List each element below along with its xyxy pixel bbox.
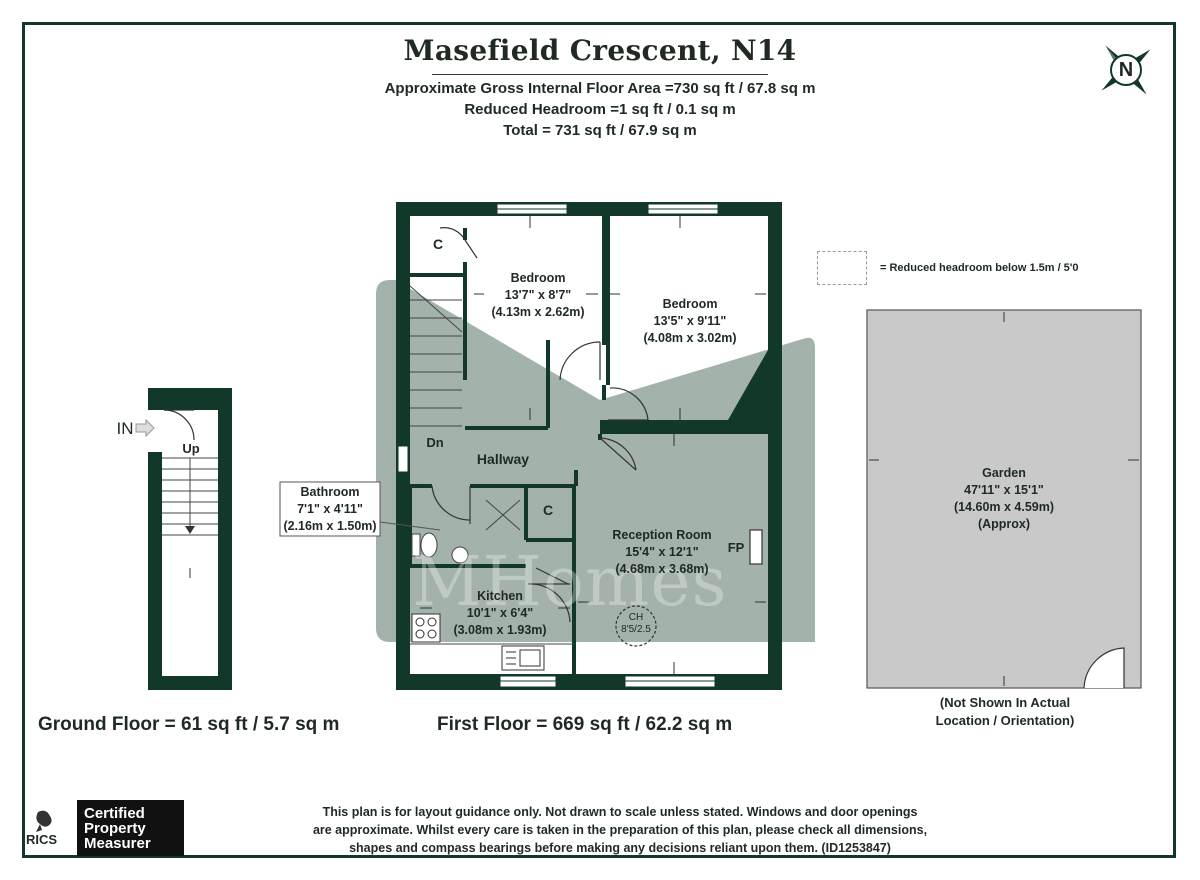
reduced-headroom-swatch	[817, 251, 867, 285]
rics-label: RICS	[26, 832, 58, 847]
stair-up-mark: Up	[182, 441, 200, 456]
gross-area-line: Approximate Gross Internal Floor Area =7…	[384, 80, 816, 97]
disclaimer: This plan is for layout guidance only. N…	[312, 805, 928, 855]
garden-area	[866, 309, 1142, 689]
legend-text: = Reduced headroom below 1.5m / 5'0	[880, 262, 1079, 274]
fireplace-mark: FP	[727, 540, 745, 555]
rics-logo-icon	[36, 810, 52, 832]
entrance-mark: IN	[116, 419, 134, 438]
page-frame	[22, 22, 1176, 858]
compass-north-label: N	[1118, 59, 1134, 81]
watermark-text: MHomes	[412, 543, 728, 622]
ground-floor-stair	[135, 388, 232, 690]
stair-down-mark: Dn	[426, 435, 444, 450]
total-area-line: Total = 731 sq ft / 67.9 sq m	[503, 122, 697, 139]
closet-mark: C	[432, 236, 444, 252]
reduced-headroom-line: Reduced Headroom =1 sq ft / 0.1 sq m	[464, 101, 736, 118]
first-floor-area: First Floor = 669 sq ft / 62.2 sq m	[437, 714, 733, 735]
page-title: Masefield Crescent, N14	[403, 34, 797, 67]
closet2-mark: C	[542, 502, 554, 518]
certified-measurer-badge: Certified Property Measurer	[77, 800, 184, 856]
hallway-label: Hallway	[476, 451, 530, 467]
title-underline	[432, 74, 768, 75]
ground-floor-area: Ground Floor = 61 sq ft / 5.7 sq m	[38, 714, 340, 735]
